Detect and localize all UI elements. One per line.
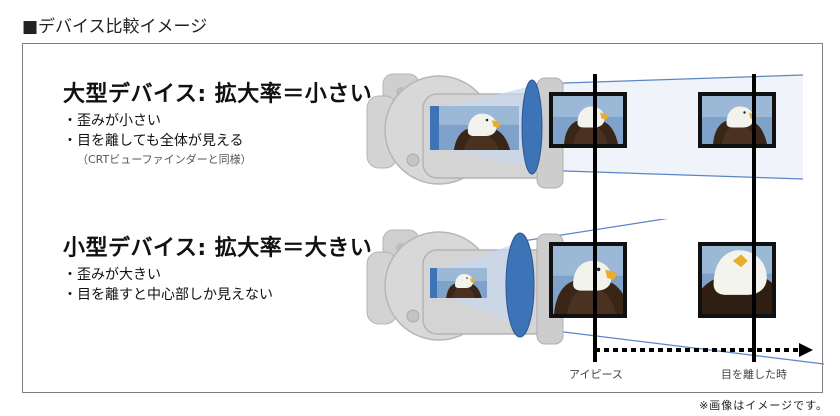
small-device-title: 小型デバイス: 拡大率＝大きい <box>63 236 373 261</box>
large-bullet-1: ・歪みが小さい <box>63 113 161 129</box>
small-bullet-2: ・目を離すと中心部しか見えない <box>63 287 273 303</box>
large-note: （CRTビューファインダーと同様） <box>77 153 252 166</box>
small-device-screen <box>430 268 438 298</box>
large-view-eyepiece-image <box>553 96 623 144</box>
large-device-screen <box>430 106 440 150</box>
small-ray-upper <box>522 219 669 242</box>
large-bullet-2: ・目を離しても全体が見える <box>63 133 244 149</box>
small-eagle-image <box>437 268 487 298</box>
large-device-title: 大型デバイス: 拡大率＝小さい <box>63 82 373 107</box>
large-device-diagram <box>366 73 804 189</box>
large-device-text: 大型デバイス: 拡大率＝小さい ・歪みが小さい ・目を離しても全体が見える （C… <box>63 76 372 169</box>
axis-label-eyepiece: アイピース <box>569 368 623 381</box>
small-device-text: 小型デバイス: 拡大率＝大きい ・歪みが大きい ・目を離すと中心部しか見えない <box>63 230 372 305</box>
distance-arrow-head <box>799 343 813 357</box>
small-device-diagram <box>366 219 824 365</box>
large-ray-lower <box>534 169 804 180</box>
footnote: ※画像はイメージです。 <box>699 399 828 412</box>
large-ray-upper <box>534 74 804 85</box>
comparison-panel: 大型デバイス: 拡大率＝小さい ・歪みが小さい ・目を離しても全体が見える （C… <box>22 43 824 393</box>
small-ray-lower <box>522 326 824 365</box>
large-view-away-image <box>702 96 772 144</box>
page-heading: ■デバイス比較イメージ <box>22 17 208 37</box>
small-bullet-1: ・歪みが大きい <box>63 267 161 283</box>
large-lens <box>521 79 543 175</box>
comparison-diagram <box>366 73 824 365</box>
small-lens <box>505 232 535 338</box>
axis-label-away: 目を離した時 <box>721 368 787 381</box>
large-eagle-image <box>439 106 519 150</box>
